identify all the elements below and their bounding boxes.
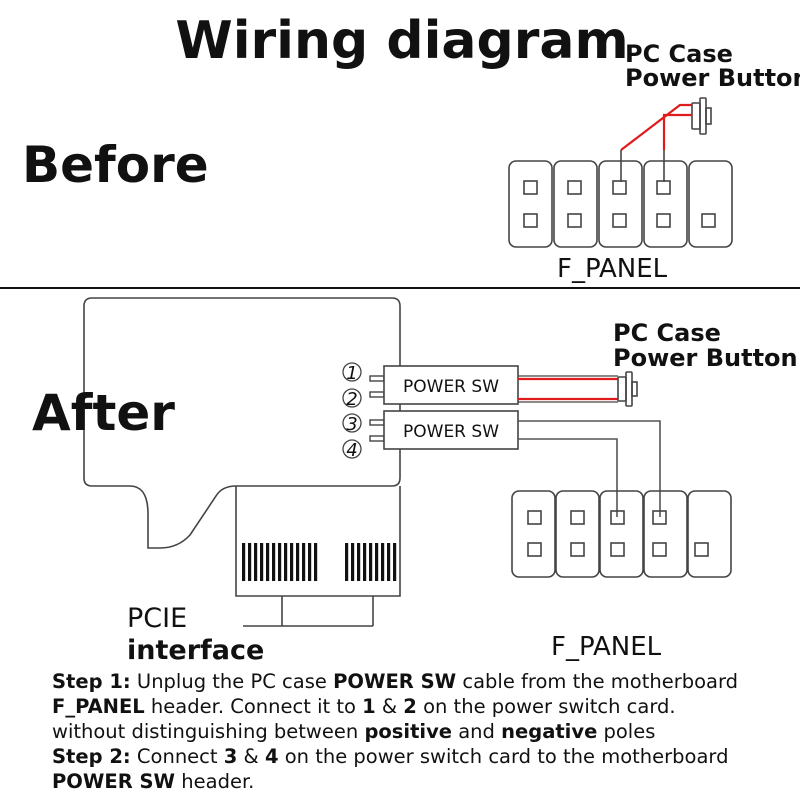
pcie-right-finger [387, 543, 391, 581]
pcie-right-finger [345, 543, 349, 581]
step2-label: Step 2: [52, 745, 131, 768]
pcie-left-finger [296, 543, 300, 581]
step2-line2: POWER SW header. [52, 770, 255, 793]
pcie-right-finger [369, 543, 373, 581]
before-button-label-line1: PC Case [625, 40, 733, 68]
pcie-left-finger [272, 543, 276, 581]
power-sw-connector-bottom-label: POWER SW [403, 422, 499, 442]
pin-1-number: 1 [346, 363, 357, 384]
step1-line2: F_PANEL header. Connect it to 1 & 2 on t… [52, 695, 676, 718]
pcie-left-finger [302, 543, 306, 581]
diagram-title: Wiring diagram [175, 11, 628, 71]
step1-label: Step 1: [52, 670, 131, 693]
pcie-left-finger [260, 543, 264, 581]
pcie-left-finger [314, 543, 318, 581]
pcie-right-finger [357, 543, 361, 581]
pcie-right-finger [393, 543, 397, 581]
after-fpanel-header [511, 490, 732, 578]
after-red-wires [518, 377, 618, 401]
pcie-left-finger [278, 543, 282, 581]
after-switch-wires [518, 420, 661, 517]
before-red-wires [620, 103, 692, 151]
pin-2-circle [342, 388, 362, 408]
pcie-left-finger [254, 543, 258, 581]
pin-3-number: 3 [346, 414, 357, 435]
pcie-label-line2: interface [127, 635, 264, 666]
pin-4-number: 4 [346, 440, 357, 461]
pin-1-circle [342, 362, 362, 382]
power-sw-connector-top: POWER SW [383, 365, 519, 405]
step1-line1: Step 1: Unplug the PC case POWER SW cabl… [52, 670, 739, 693]
instructions: Step 1: Unplug the PC case POWER SW cabl… [52, 669, 792, 794]
pcie-left-finger [248, 543, 252, 581]
pcie-right-finger [375, 543, 379, 581]
after-label: After [32, 384, 175, 442]
step1-line3: without distinguishing between positive … [52, 720, 656, 743]
before-button-label-line2: Power Button [625, 64, 800, 92]
pcie-edge-connector [235, 486, 401, 597]
pcie-bracket-lines [243, 596, 374, 627]
before-fpanel-header [508, 160, 733, 248]
pcie-left-finger [242, 543, 246, 581]
before-label: Before [22, 136, 209, 194]
pcie-card-outline [83, 297, 401, 549]
pcie-left-finger [284, 543, 288, 581]
pcie-left-finger [290, 543, 294, 581]
pcie-left-finger [308, 543, 312, 581]
power-sw-connector-top-label: POWER SW [403, 377, 499, 397]
after-power-button-icon [617, 371, 638, 407]
pcie-label-line1: PCIE [127, 603, 187, 634]
pin-4-circle [342, 439, 362, 459]
power-sw-connector-bottom: POWER SW [383, 410, 519, 450]
pcie-gold-fingers [242, 543, 397, 581]
pcie-right-finger [363, 543, 367, 581]
pcie-right-finger [381, 543, 385, 581]
pin-2-number: 2 [346, 389, 357, 410]
after-fpanel-label: F_PANEL [551, 632, 662, 662]
before-fpanel-label: F_PANEL [557, 254, 668, 284]
pcie-right-finger [351, 543, 355, 581]
before-power-button-icon [691, 97, 712, 135]
after-button-label-line2: Power Button [613, 344, 798, 372]
after-button-label-line1: PC Case [613, 319, 721, 347]
pcie-left-finger [266, 543, 270, 581]
step2-line1: Step 2: Connect 3 & 4 on the power switc… [52, 745, 729, 768]
card-header-pins [369, 375, 385, 442]
pin-3-circle [342, 413, 362, 433]
